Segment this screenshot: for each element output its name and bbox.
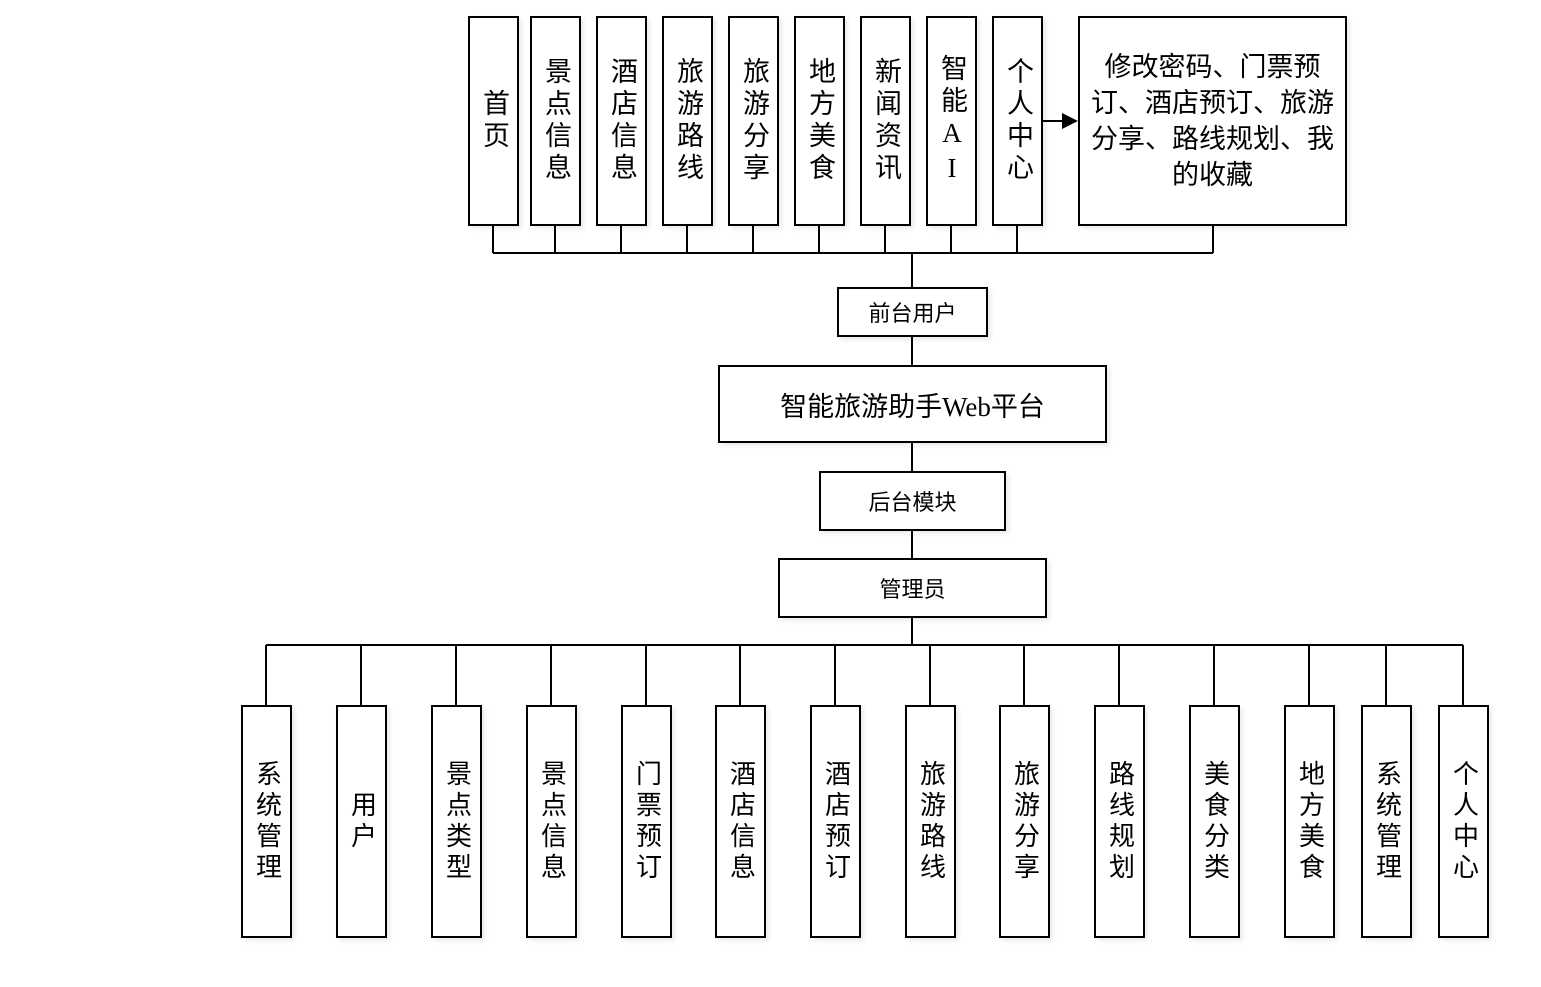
backend-module-box: 后台模块 <box>819 471 1006 531</box>
back-module-5: 酒店信息 <box>715 705 766 938</box>
back-module-0-label: 系统管理 <box>252 759 282 884</box>
front-module-4: 旅游分享 <box>728 16 779 226</box>
back-module-10-label: 美食分类 <box>1200 759 1230 884</box>
back-module-4-label: 门票预订 <box>632 759 662 884</box>
front-module-0-label: 首页 <box>479 89 509 153</box>
front-module-5-label: 地方美食 <box>805 57 835 185</box>
back-module-1-label: 用户 <box>347 790 377 853</box>
front-module-6: 新闻资讯 <box>860 16 911 226</box>
front-module-2-label: 酒店信息 <box>607 57 637 185</box>
backend-module-label: 后台模块 <box>868 490 957 515</box>
platform-title: 智能旅游助手Web平台 <box>780 391 1045 422</box>
front-module-3: 旅游路线 <box>662 16 713 226</box>
front-module-0: 首页 <box>468 16 519 226</box>
front-module-5: 地方美食 <box>794 16 845 226</box>
back-module-12: 系统管理 <box>1361 705 1412 938</box>
back-module-11: 地方美食 <box>1284 705 1335 938</box>
front-module-1: 景点信息 <box>530 16 581 226</box>
front-module-8-label: 个人中心 <box>1003 57 1033 185</box>
back-module-12-label: 系统管理 <box>1372 759 1402 884</box>
personal-center-detail-text: 修改密码、门票预订、酒店预订、旅游分享、路线规划、我的收藏 <box>1091 52 1334 190</box>
back-module-4: 门票预订 <box>621 705 672 938</box>
back-module-7-label: 旅游路线 <box>916 759 946 884</box>
back-module-3-label: 景点信息 <box>537 759 567 884</box>
back-module-7: 旅游路线 <box>905 705 956 938</box>
back-module-9-label: 路线规划 <box>1105 759 1135 884</box>
back-module-2-label: 景点类型 <box>442 759 472 884</box>
arrow-head <box>1062 113 1078 129</box>
back-module-0: 系统管理 <box>241 705 292 938</box>
back-module-9: 路线规划 <box>1094 705 1145 938</box>
personal-center-detail-box: 修改密码、门票预订、酒店预订、旅游分享、路线规划、我的收藏 <box>1078 16 1347 226</box>
back-module-11-label: 地方美食 <box>1295 759 1325 884</box>
back-module-3: 景点信息 <box>526 705 577 938</box>
front-user-box: 前台用户 <box>837 287 988 337</box>
back-module-6-label: 酒店预订 <box>821 759 851 884</box>
front-module-2: 酒店信息 <box>596 16 647 226</box>
front-module-8: 个人中心 <box>992 16 1043 226</box>
back-module-1: 用户 <box>336 705 387 938</box>
back-module-5-label: 酒店信息 <box>726 759 756 884</box>
admin-label: 管理员 <box>879 577 946 602</box>
front-module-3-label: 旅游路线 <box>673 57 703 185</box>
back-module-2: 景点类型 <box>431 705 482 938</box>
front-module-6-label: 新闻资讯 <box>871 57 901 185</box>
front-module-4-label: 旅游分享 <box>739 57 769 185</box>
front-module-7-label: 智能AI <box>937 54 967 188</box>
front-module-1-label: 景点信息 <box>541 57 571 185</box>
admin-box: 管理员 <box>778 558 1047 618</box>
front-module-7: 智能AI <box>926 16 977 226</box>
back-module-6: 酒店预订 <box>810 705 861 938</box>
back-module-8: 旅游分享 <box>999 705 1050 938</box>
back-module-13-label: 个人中心 <box>1449 759 1479 884</box>
back-module-13: 个人中心 <box>1438 705 1489 938</box>
front-user-label: 前台用户 <box>868 301 957 326</box>
back-module-10: 美食分类 <box>1189 705 1240 938</box>
back-module-8-label: 旅游分享 <box>1010 759 1040 884</box>
platform-box: 智能旅游助手Web平台 <box>718 365 1107 443</box>
